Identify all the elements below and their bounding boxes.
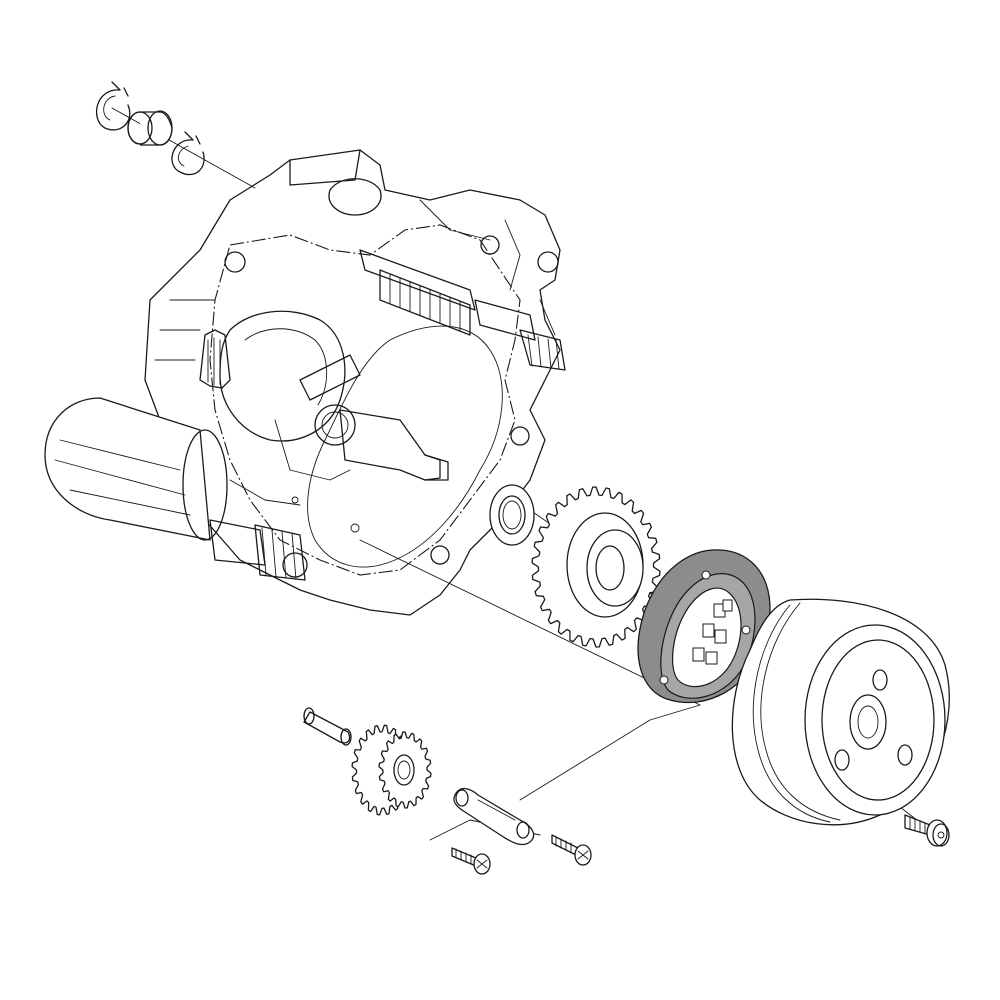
circlip-lower (171, 131, 205, 176)
starter-driven-gear (531, 486, 661, 648)
idler-shaft (303, 707, 352, 746)
starter-clutch-one-way-bearing (637, 549, 771, 704)
plate-screw-right (551, 834, 592, 866)
oil-seal (489, 484, 535, 546)
bushing (127, 110, 173, 146)
rotor-bolt (904, 814, 950, 847)
starter-motor (44, 397, 308, 581)
circlip-upper (96, 81, 131, 131)
crankcase (144, 149, 566, 616)
idler-gear (351, 724, 432, 816)
plate-screw-left (451, 847, 491, 875)
flywheel-rotor (731, 598, 950, 826)
retaining-plate (453, 787, 535, 846)
